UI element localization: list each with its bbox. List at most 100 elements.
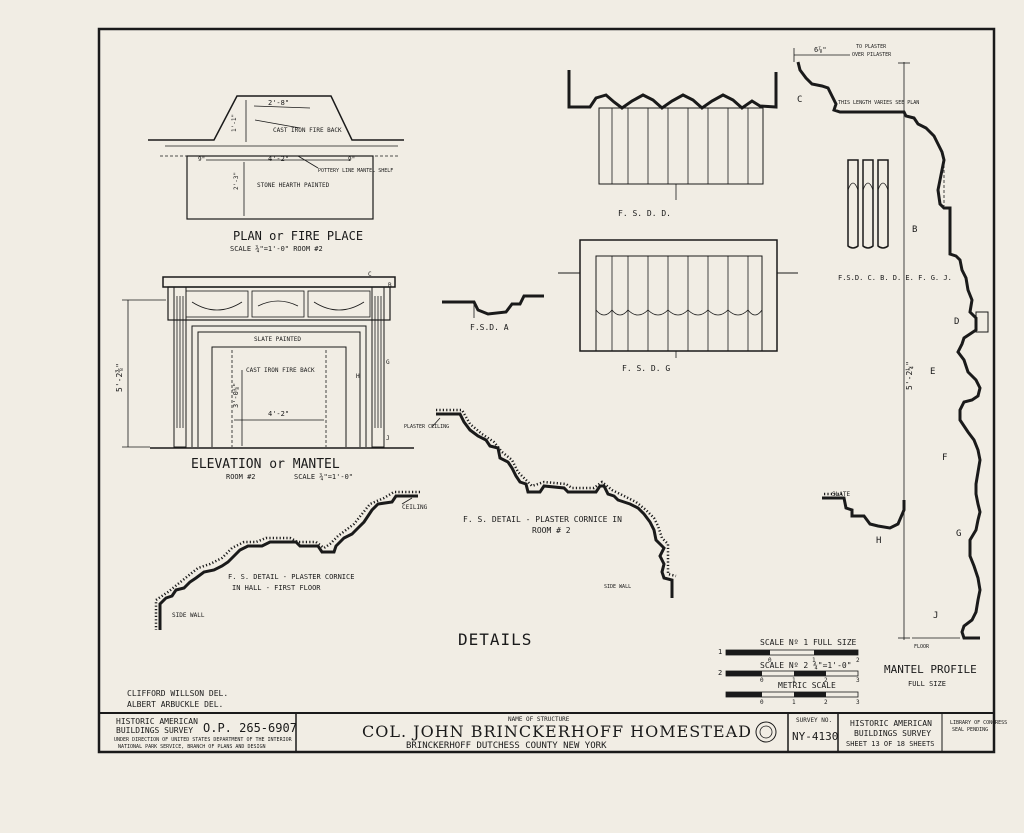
elev-architrave-inner: [197, 331, 361, 447]
elev-title: ELEVATION or MANTEL: [191, 457, 340, 472]
fsd-a-label: F.S.D. A: [470, 323, 509, 332]
cornice-room2-profile: [436, 412, 674, 598]
scale-2-tick-0: 0: [760, 677, 764, 684]
plan-dim-hearth: 2'-3": [233, 172, 240, 190]
tb-op-number: O.P. 265-6907: [203, 721, 297, 735]
cornice-hall-label-1: F. S. DETAIL - PLASTER CORNICE: [228, 573, 354, 581]
fsd-d-label: F. S. D. D.: [618, 209, 671, 218]
tb-agency-1: HISTORIC AMERICAN: [116, 717, 198, 726]
elev-pilaster-right: [371, 286, 385, 448]
scale-1-tick-1: 1: [812, 657, 816, 664]
plan-note-shelf: POTTERY LINE MANTEL SHELF: [318, 168, 393, 174]
tb-direction-2: NATIONAL PARK SERVICE, BRANCH OF PLANS A…: [118, 744, 266, 750]
elev-dim-opening-h-label: 3'-0⅛": [231, 383, 240, 408]
profile-tag-f: F: [942, 453, 947, 463]
elev-dim-height: 5'-2⅜": [115, 363, 124, 392]
cornice-hall-note-wall: SIDE WALL: [172, 612, 205, 619]
details-title: DETAILS: [458, 630, 532, 649]
scale-1-fill-2: [814, 650, 858, 655]
plan-firebox-outline: [148, 95, 404, 141]
fsd-a-detail: F.S.D. A: [442, 294, 544, 332]
metric-tick-3: 3: [856, 699, 860, 706]
tb-location: BRINCKERHOFF DUTCHESS COUNTY NEW YORK: [406, 741, 607, 751]
tb-library-1: LIBRARY OF CONGRESS: [950, 720, 1007, 726]
plan-note-hearth: STONE HEARTH PAINTED: [257, 182, 330, 189]
fsd-g-outer: [579, 239, 778, 352]
profile-note-plaster-2: OVER PILASTER: [852, 52, 892, 58]
elev-shelf: [162, 276, 396, 288]
tb-survey-caption: SURVEY NO.: [796, 717, 832, 724]
profile-tag-b: B: [912, 225, 917, 235]
elev-note-back: CAST IRON FIRE BACK: [246, 367, 315, 374]
profile-set-bar-2: [862, 159, 874, 249]
cornice-room2-label-2: ROOM # 2: [532, 526, 571, 535]
profile-subtitle: FULL SIZE: [908, 680, 946, 688]
cornice-hall-detail: CEILING SIDE WALL F. S. DETAIL - PLASTER…: [154, 490, 428, 630]
plan-of-fireplace: 2'-8" 1'-1" CAST IRON FIRE BACK 9" 4'-2"…: [148, 95, 404, 253]
scale-2-index: 2: [718, 669, 722, 677]
plan-dim-left: 9": [198, 156, 205, 163]
plan-dim-depth: 1'-1": [231, 114, 238, 132]
profile-set-arches: [847, 182, 889, 191]
elev-dim-opening-w-label: 4'-2": [268, 410, 289, 418]
cornice-hall-note-ceiling: CEILING: [402, 504, 428, 511]
scale-2-tick-1: 1: [792, 677, 796, 684]
elev-scale: SCALE ¾"=1'-0": [294, 473, 353, 481]
sheet-border: [97, 27, 996, 754]
scale-1-label: SCALE Nº 1 FULL SIZE: [760, 638, 857, 647]
scale-2-tick-2: 2: [824, 677, 828, 684]
profile-note-length: THIS LENGTH VARIES SEE PLAN: [838, 100, 919, 106]
metric-tick-2: 2: [824, 699, 828, 706]
tb-right-2: BUILDINGS SURVEY: [854, 729, 931, 738]
profile-note-plaster-1: TO PLASTER: [856, 44, 887, 50]
elev-architrave-outer: [191, 325, 367, 447]
profile-set-bar-3: [877, 159, 889, 249]
profile-tag-c: C: [797, 95, 802, 105]
profile-tag-h: H: [876, 536, 881, 546]
cornice-room2-leader-ceiling: [431, 417, 441, 428]
elev-tag-g: G: [386, 359, 390, 366]
elev-frieze-panel-right: [307, 290, 371, 318]
elev-note-slate: SLATE PAINTED: [254, 336, 301, 343]
fsd-d-panel: [598, 107, 764, 185]
profile-slate-hearth: [822, 496, 906, 530]
cornice-hall-leader-ceiling: [401, 497, 413, 505]
fsd-d-detail: F. S. D. D.: [567, 70, 778, 218]
fsd-g-label: F. S. D. G: [622, 364, 670, 373]
profile-tag-g: G: [956, 529, 961, 539]
tb-seal: [755, 721, 777, 743]
scale-1-index: 1: [718, 648, 722, 656]
plan-leader-back: [254, 119, 301, 129]
tb-survey-no: NY-4130: [792, 730, 838, 743]
elev-tag-h: H: [356, 373, 360, 380]
elev-pilaster-left: [173, 286, 187, 448]
metric-tick-0: 0: [760, 699, 764, 706]
elev-frieze: [167, 286, 391, 321]
tb-seal-inner: [759, 725, 773, 739]
profile-bead: [975, 311, 989, 333]
elev-slate-facing: [211, 346, 347, 447]
plan-dim-width-top: 2'-8": [268, 99, 289, 107]
credit-line-1: CLIFFORD WILLSON DEL.: [127, 689, 228, 698]
profile-title: MANTEL PROFILE: [884, 663, 977, 676]
profile-note-slate: SLATE: [832, 491, 850, 498]
profile-note-floor: FLOOR: [914, 644, 930, 650]
tb-direction-1: UNDER DIRECTION OF UNITED STATES DEPARTM…: [114, 737, 293, 743]
elev-tag-j: J: [386, 435, 390, 442]
profile-dim-height: 5'-2¼": [905, 361, 914, 390]
cornice-room2-note-ceiling: PLASTER CEILING: [404, 424, 449, 430]
metric-tick-1: 1: [792, 699, 796, 706]
plan-dim-right: 9": [348, 156, 355, 163]
plan-scale: SCALE ¾"=1'-0" ROOM #2: [230, 245, 323, 253]
metric-fill: [726, 692, 762, 697]
fsd-a-profile: [442, 294, 544, 316]
elev-swags: [191, 300, 365, 311]
profile-set-bar-1: [847, 159, 859, 249]
fsd-g-detail: F. S. D. G: [558, 239, 798, 373]
profile-dim-top: 6⅞": [814, 46, 827, 54]
profile-moulding: [796, 61, 982, 640]
cornice-hall-plaster: [154, 490, 420, 630]
scale-1-tick-0: 0: [768, 657, 772, 664]
